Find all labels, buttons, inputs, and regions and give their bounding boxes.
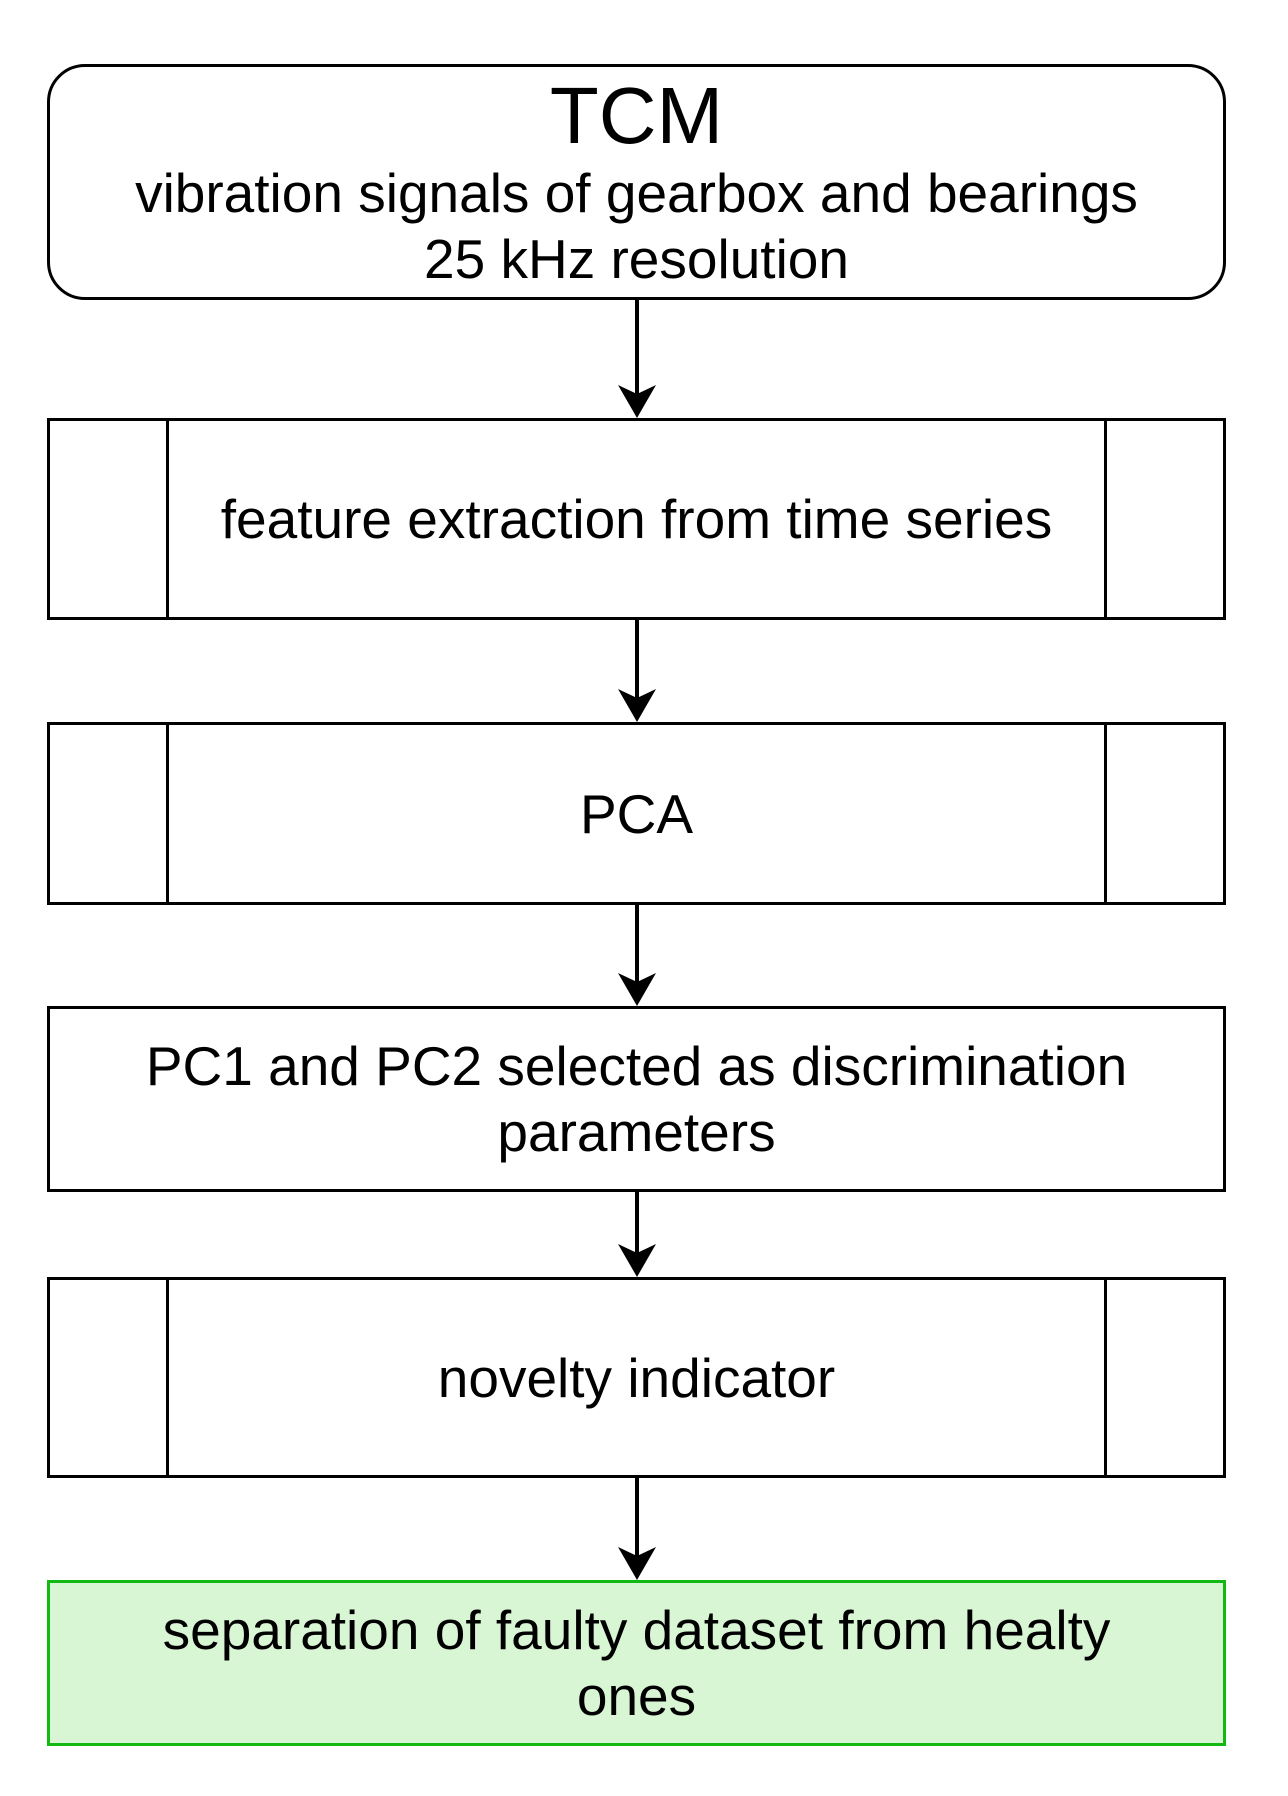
flow-arrow-2: [618, 620, 656, 722]
result-box-separation: separation of faulty dataset from healty…: [47, 1580, 1226, 1746]
flow-arrow-5: [618, 1478, 656, 1580]
feature-extraction-label: feature extraction from time series: [220, 488, 1053, 550]
process-box-feature-extraction: feature extraction from time series: [47, 418, 1226, 620]
pca-label: PCA: [579, 782, 694, 845]
separation-line2: ones: [576, 1665, 697, 1727]
predefined-process-left-bar: [166, 725, 169, 902]
tcm-title: TCM: [549, 71, 724, 160]
process-box-pca: PCA: [47, 722, 1226, 905]
tcm-subtitle-line2: 25 kHz resolution: [424, 228, 849, 290]
terminator-box-tcm: TCM vibration signals of gearbox and bea…: [47, 64, 1226, 300]
predefined-process-left-bar: [166, 1280, 169, 1475]
predefined-process-right-bar: [1104, 725, 1107, 902]
flow-arrow-3: [618, 905, 656, 1006]
predefined-process-right-bar: [1104, 1280, 1107, 1475]
separation-line1: separation of faulty dataset from healty: [162, 1599, 1111, 1661]
pc-selection-line2: parameters: [497, 1101, 776, 1163]
process-box-pc-selection: PC1 and PC2 selected as discrimination p…: [47, 1006, 1226, 1192]
flow-arrow-1: [618, 300, 656, 418]
pc-selection-line1: PC1 and PC2 selected as discrimination: [145, 1035, 1128, 1097]
tcm-subtitle-line1: vibration signals of gearbox and bearing…: [135, 162, 1138, 224]
novelty-indicator-label: novelty indicator: [437, 1346, 836, 1409]
predefined-process-left-bar: [166, 421, 169, 617]
flow-arrow-4: [618, 1192, 656, 1277]
process-box-novelty-indicator: novelty indicator: [47, 1277, 1226, 1478]
predefined-process-right-bar: [1104, 421, 1107, 617]
